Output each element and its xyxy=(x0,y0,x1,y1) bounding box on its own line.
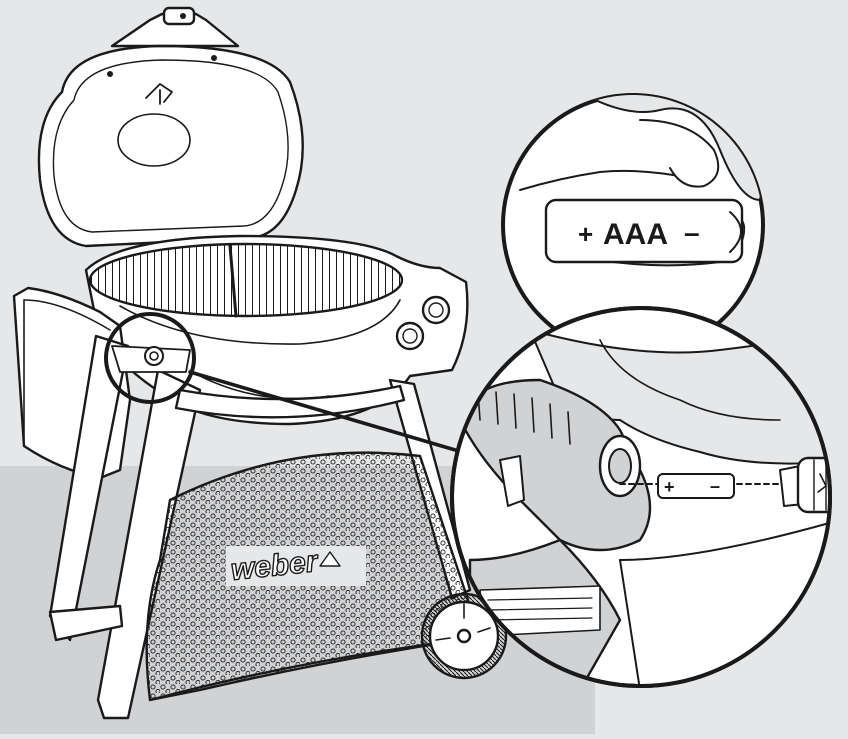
cart-wheel xyxy=(420,592,508,680)
igniter-location-callout xyxy=(104,312,464,454)
battery-plus-label: + xyxy=(578,219,593,249)
thermometer-outline xyxy=(117,113,191,167)
perforated-shell: weber xyxy=(145,451,470,702)
grill-lid xyxy=(37,6,304,248)
battery-callout: + AAA – xyxy=(501,93,765,357)
small-battery-plus: + xyxy=(664,477,675,497)
cooking-grate xyxy=(88,242,404,318)
control-knob-2 xyxy=(395,321,425,351)
battery-minus-label: – xyxy=(684,217,700,248)
control-knob-1 xyxy=(421,295,451,325)
small-battery-icon: + – xyxy=(657,473,735,499)
igniter-callout: + – xyxy=(450,306,832,688)
lid-handle xyxy=(162,6,196,26)
battery-icon: + AAA – xyxy=(544,198,744,264)
small-battery-minus: – xyxy=(710,476,720,496)
battery-type-label: AAA xyxy=(603,218,668,251)
